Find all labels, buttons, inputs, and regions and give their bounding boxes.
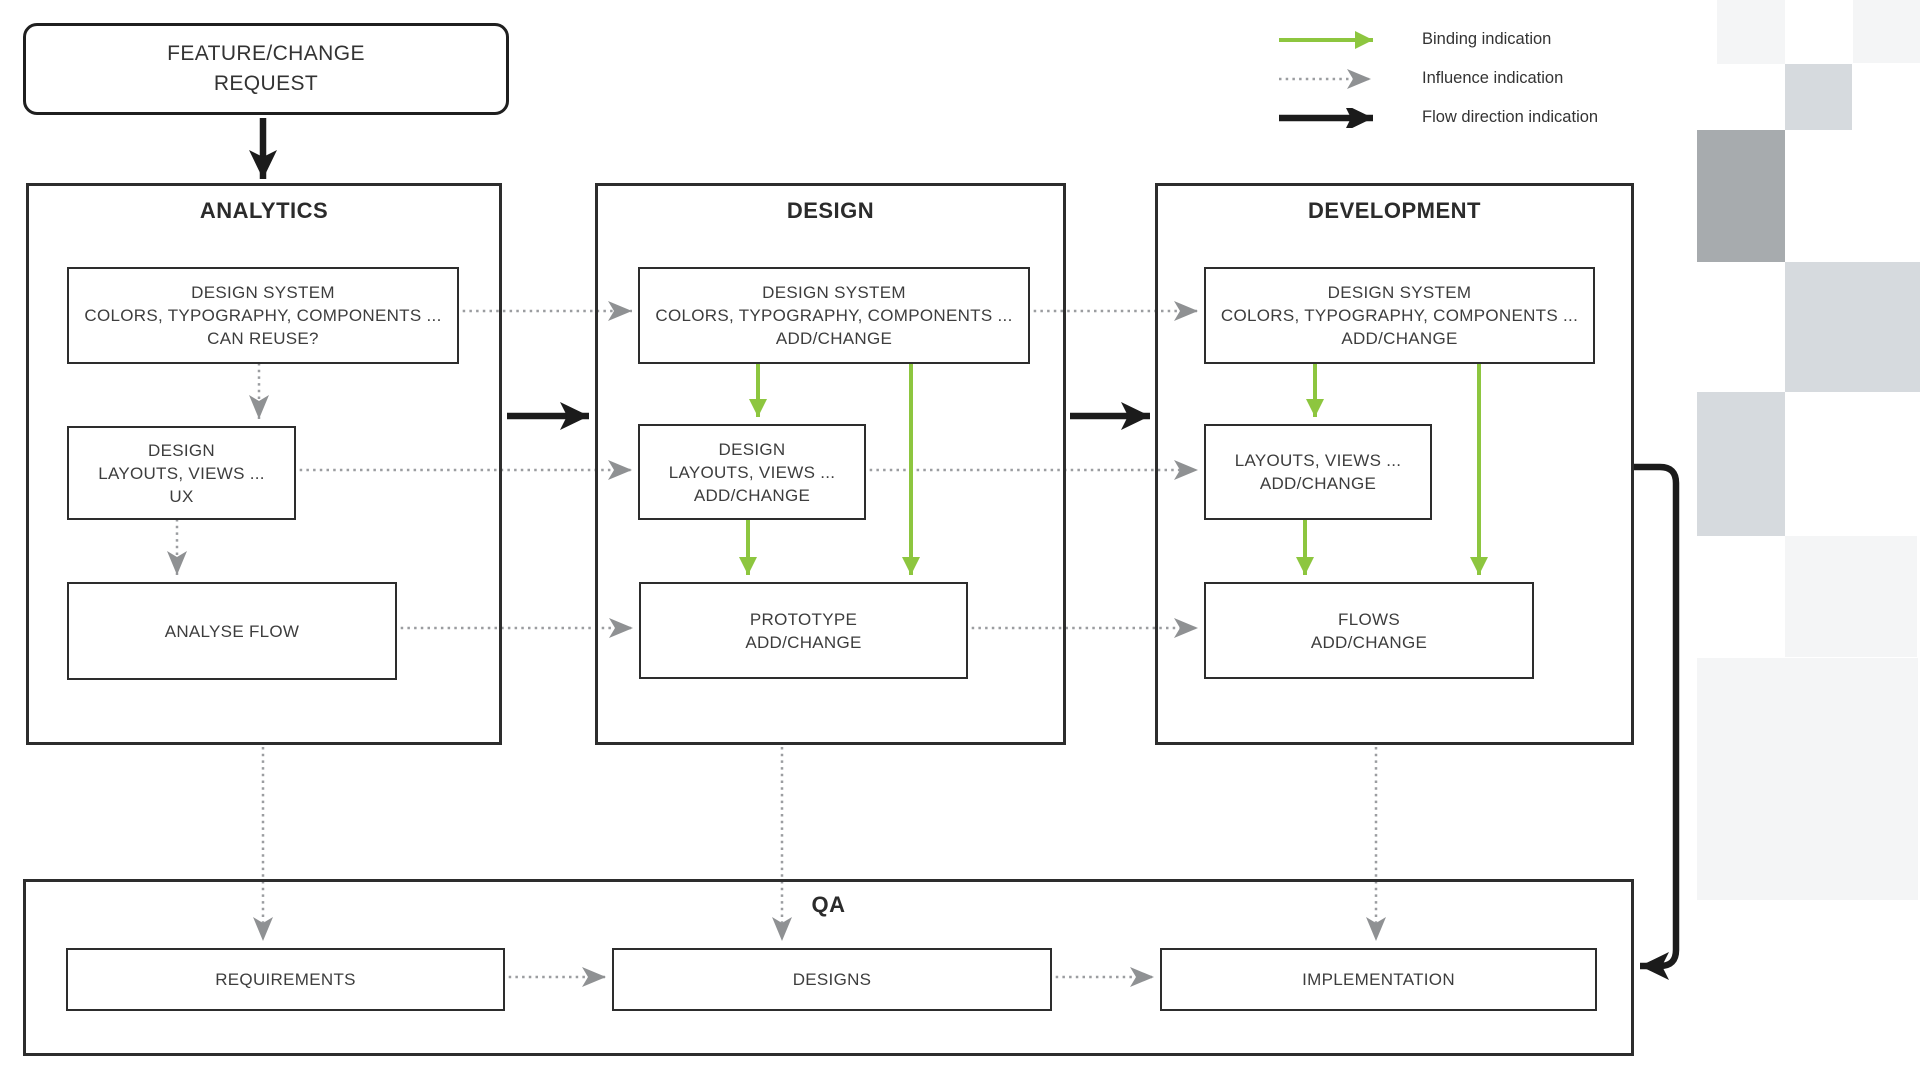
decor-square xyxy=(1697,130,1785,262)
analytics-section: ANALYTICS DESIGN SYSTEM COLORS, TYPOGRAP… xyxy=(26,183,502,745)
legend-item-flow: Flow direction indication xyxy=(1277,98,1598,137)
node-line: COLORS, TYPOGRAPHY, COMPONENTS ... xyxy=(655,306,1013,325)
node-line: LAYOUTS, VIEWS ... xyxy=(668,462,836,482)
node-design-design-system: DESIGN SYSTEM COLORS, TYPOGRAPHY, COMPON… xyxy=(638,267,1030,364)
node-implementation: IMPLEMENTATION xyxy=(1160,948,1597,1011)
influence-arrow-icon xyxy=(1279,68,1371,89)
development-section: DEVELOPMENT DESIGN SYSTEM COLORS, TYPOGR… xyxy=(1155,183,1634,745)
node-line: ANALYSE FLOW xyxy=(164,621,300,641)
node-flows: FLOWS ADD/CHANGE xyxy=(1204,582,1534,679)
qa-title: QA xyxy=(811,892,846,917)
node-line: REQUIREMENTS xyxy=(215,970,356,989)
node-line: DESIGN xyxy=(718,439,786,459)
node-line: ADD/CHANGE xyxy=(775,329,893,348)
node-line: COLORS, TYPOGRAPHY, COMPONENTS ... xyxy=(84,306,442,325)
decor-square xyxy=(1717,0,1785,64)
feature-change-request-line2: REQUEST xyxy=(213,72,319,95)
legend: Binding indication Influence indication … xyxy=(1277,20,1598,137)
legend-item-binding: Binding indication xyxy=(1277,20,1598,59)
feature-change-request-line1: FEATURE/CHANGE xyxy=(167,42,365,65)
analytics-title: ANALYTICS xyxy=(199,198,329,223)
node-line: UX xyxy=(169,486,194,506)
decor-square xyxy=(1785,262,1920,392)
node-dev-layouts-views: LAYOUTS, VIEWS ... ADD/CHANGE xyxy=(1204,424,1432,520)
node-line: DESIGN xyxy=(148,440,215,460)
flow-direction-arrow-icon xyxy=(1279,107,1373,128)
node-prototype: PROTOTYPE ADD/CHANGE xyxy=(639,582,968,679)
feature-change-request-box: FEATURE/CHANGE REQUEST xyxy=(23,23,509,115)
design-section: DESIGN DESIGN SYSTEM COLORS, TYPOGRAPHY,… xyxy=(595,183,1066,745)
node-analyse-flow: ANALYSE FLOW xyxy=(67,582,397,680)
design-title: DESIGN xyxy=(786,198,875,223)
node-line: DESIGN SYSTEM xyxy=(1327,283,1472,302)
decor-square xyxy=(1785,64,1852,130)
legend-label-binding: Binding indication xyxy=(1422,30,1552,48)
node-line: ADD/CHANGE xyxy=(1259,474,1377,493)
legend-item-influence: Influence indication xyxy=(1277,59,1598,98)
node-line: ADD/CHANGE xyxy=(745,632,862,652)
node-dev-design-system: DESIGN SYSTEM COLORS, TYPOGRAPHY, COMPON… xyxy=(1204,267,1595,364)
node-line: PROTOTYPE xyxy=(749,609,858,629)
node-line: CAN REUSE? xyxy=(207,329,319,348)
binding-arrow-icon xyxy=(1279,30,1373,49)
node-line: ADD/CHANGE xyxy=(1341,329,1458,348)
decor-square xyxy=(1785,536,1917,657)
decor-square xyxy=(1853,0,1920,63)
node-line: ADD/CHANGE xyxy=(1310,632,1428,652)
node-line: IMPLEMENTATION xyxy=(1302,970,1455,989)
node-analytics-design-system: DESIGN SYSTEM COLORS, TYPOGRAPHY, COMPON… xyxy=(67,267,459,364)
decor-square xyxy=(1697,392,1785,536)
node-analytics-design: DESIGN LAYOUTS, VIEWS ... UX xyxy=(67,426,296,520)
node-line: DESIGN SYSTEM xyxy=(191,283,335,302)
flow-arrow-development-to-qa-feedback xyxy=(1634,463,1680,980)
legend-label-flow: Flow direction indication xyxy=(1422,108,1599,126)
node-line: LAYOUTS, VIEWS ... xyxy=(98,463,265,483)
node-designs: DESIGNS xyxy=(612,948,1052,1011)
node-line: FLOWS xyxy=(1338,609,1400,629)
node-line: ADD/CHANGE xyxy=(693,485,811,505)
node-design-design: DESIGN LAYOUTS, VIEWS ... ADD/CHANGE xyxy=(638,424,866,520)
qa-section: QA REQUIREMENTS DESIGNS IMPLEMENTATION xyxy=(23,879,1634,1056)
development-title: DEVELOPMENT xyxy=(1308,198,1481,223)
node-line: COLORS, TYPOGRAPHY, COMPONENTS ... xyxy=(1220,306,1579,325)
node-requirements: REQUIREMENTS xyxy=(66,948,505,1011)
node-line: DESIGNS xyxy=(792,970,872,989)
node-line: LAYOUTS, VIEWS ... xyxy=(1234,451,1402,470)
node-line: DESIGN SYSTEM xyxy=(762,283,906,302)
decor-square xyxy=(1697,658,1918,900)
legend-label-influence: Influence indication xyxy=(1422,69,1564,87)
